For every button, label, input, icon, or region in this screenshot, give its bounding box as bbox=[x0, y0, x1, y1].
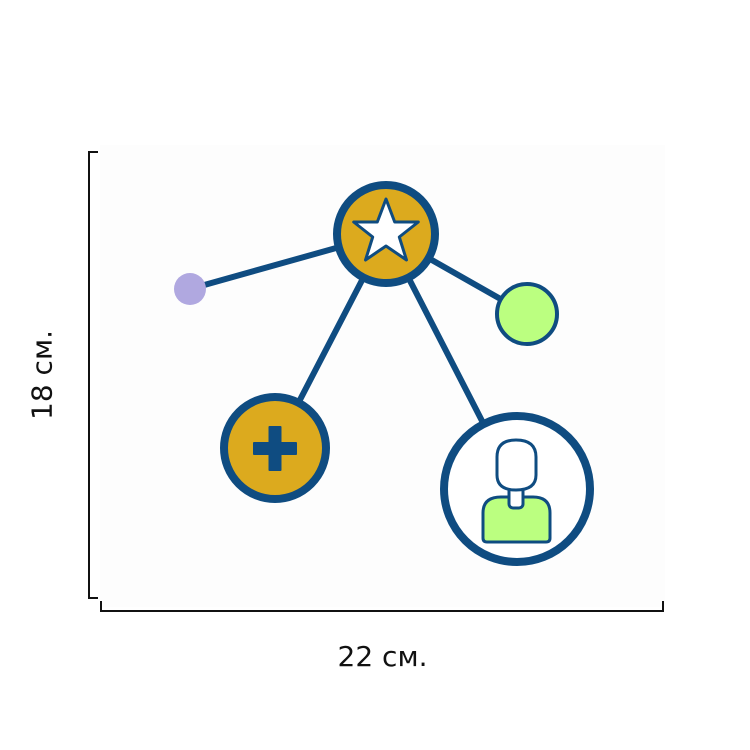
height-dimension-label: 18 см. bbox=[25, 330, 59, 420]
width-dimension-label: 22 см. bbox=[337, 640, 428, 673]
user-icon bbox=[481, 438, 552, 544]
width-bracket bbox=[100, 601, 664, 612]
plus-icon bbox=[253, 426, 297, 471]
star-icon bbox=[352, 197, 420, 262]
height-bracket bbox=[88, 151, 98, 599]
purple-dot-node bbox=[174, 273, 206, 305]
user-node bbox=[440, 412, 594, 566]
plus-node bbox=[220, 393, 330, 503]
star-node bbox=[333, 181, 439, 287]
green-dot-node bbox=[495, 282, 559, 346]
